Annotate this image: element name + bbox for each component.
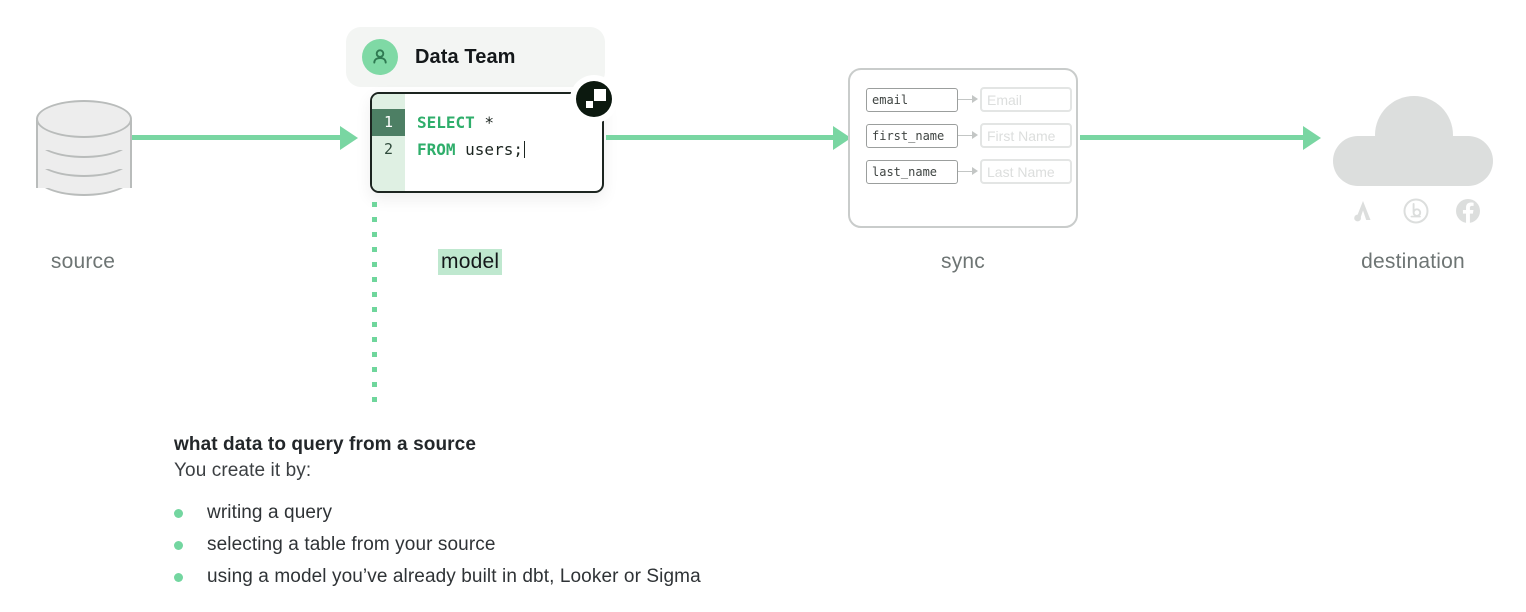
sync-source-field[interactable]: last_name: [866, 159, 958, 184]
list-item-label: selecting a table from your source: [207, 534, 496, 555]
person-icon: [362, 39, 398, 75]
database-icon: [36, 100, 132, 196]
sql-editor[interactable]: 1 2 SELECT * FROM users;: [370, 92, 604, 193]
list-item-label: writing a query: [207, 502, 333, 523]
bullet-dot-icon: [174, 572, 183, 582]
model-dotted-connector: [372, 202, 377, 412]
arrow-source-to-model: [132, 135, 340, 140]
sql-keyword-select: SELECT: [417, 113, 475, 132]
gutter-line-2: 2: [383, 140, 394, 158]
field-mapping-row: first_name First Name: [866, 123, 1076, 148]
arrow-model-to-sync: [606, 135, 834, 140]
model-label: model: [438, 249, 503, 275]
description-block: what data to query from a source You cre…: [174, 434, 874, 598]
arrow-sync-to-destination-head: [1303, 126, 1321, 150]
description-heading: what data to query from a source: [174, 434, 476, 455]
field-mapping-row: email Email: [866, 87, 1076, 112]
description-bullet-list: writing a query selecting a table from y…: [174, 502, 874, 588]
code-line-2-rest: users;: [455, 140, 523, 159]
bullet-dot-icon: [174, 508, 183, 518]
gutter-line-1: 1: [372, 109, 405, 136]
cloud-icon: [1333, 96, 1493, 186]
description-subheading: You create it by:: [174, 460, 312, 481]
data-team-name: Data Team: [415, 45, 516, 68]
sync-destination-field[interactable]: First Name: [980, 123, 1072, 148]
arrow-sync-to-destination: [1080, 135, 1304, 140]
editor-gutter: 1 2: [372, 94, 405, 191]
sync-label: sync: [941, 250, 985, 273]
list-item-label: using a model you’ve already built in db…: [207, 566, 701, 587]
sync-destination-field[interactable]: Email: [980, 87, 1072, 112]
arrow-model-to-sync-head: [833, 126, 851, 150]
destination-brand-icons: [1348, 196, 1483, 231]
code-line-1: SELECT *: [417, 109, 602, 136]
sync-source-field[interactable]: email: [866, 87, 958, 112]
data-team-card[interactable]: Data Team: [346, 27, 605, 87]
hightouch-logo-icon[interactable]: [576, 81, 612, 117]
sync-field-mapping-panel: email Email first_name First Name last_n…: [848, 68, 1078, 228]
google-ads-icon: [1348, 196, 1378, 231]
sql-keyword-from: FROM: [417, 140, 456, 159]
list-item: selecting a table from your source: [174, 534, 874, 556]
sync-source-field[interactable]: first_name: [866, 123, 958, 148]
mapping-arrow-icon: [958, 130, 980, 142]
bullet-dot-icon: [174, 540, 183, 550]
code-line-1-rest: *: [474, 113, 495, 132]
text-caret: [523, 141, 526, 158]
list-item: writing a query: [174, 502, 874, 524]
source-label: source: [50, 250, 116, 273]
facebook-icon: [1453, 196, 1483, 231]
field-mapping-row: last_name Last Name: [866, 159, 1076, 184]
mapping-arrow-icon: [958, 94, 980, 106]
destination-label: destination: [1361, 250, 1465, 273]
mapping-arrow-icon: [958, 166, 980, 178]
editor-code-area[interactable]: SELECT * FROM users;: [405, 94, 602, 191]
arrow-source-to-model-head: [340, 126, 358, 150]
braze-icon: [1401, 196, 1431, 231]
list-item: using a model you’ve already built in db…: [174, 566, 874, 588]
code-line-2: FROM users;: [417, 136, 602, 163]
sync-destination-field[interactable]: Last Name: [980, 159, 1072, 184]
